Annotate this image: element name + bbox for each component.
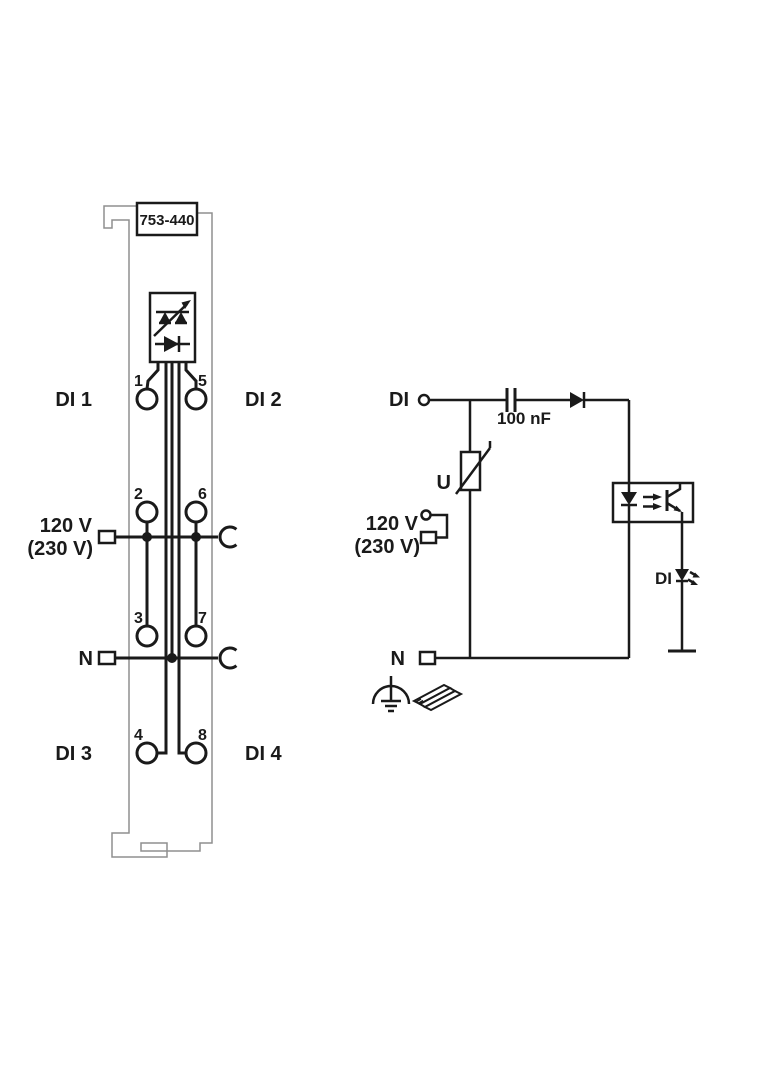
power-bus-120v	[97, 525, 238, 549]
varistor-stroke	[454, 447, 492, 495]
terminal-7	[184, 624, 208, 648]
terminals	[135, 387, 208, 765]
terminal-number-1: 1	[134, 373, 143, 390]
led-indicator-symbol	[153, 300, 191, 337]
terminal-6	[184, 500, 208, 524]
neutral-bus	[97, 646, 238, 670]
schematic-neutral: N	[391, 522, 631, 670]
model-number: 753-440	[139, 212, 194, 229]
neutral-pin-blade	[418, 650, 437, 666]
internal-wiring	[145, 362, 198, 755]
schematic-di-label: DI	[389, 389, 409, 411]
optocoupler	[611, 481, 695, 524]
terminal-3	[135, 624, 159, 648]
arrow-head	[181, 300, 191, 309]
status-led-symbol	[675, 569, 700, 585]
wire-to-terminal-5	[184, 362, 198, 389]
label-neutral: N	[79, 648, 93, 670]
label-di4: DI 4	[245, 743, 283, 765]
terminal-5	[184, 387, 208, 411]
jumper-contact-arc-120v	[218, 525, 238, 549]
terminal-number-8: 8	[198, 727, 207, 744]
terminal-number-7: 7	[198, 610, 207, 627]
power-pin-bracket	[430, 513, 449, 539]
power-pin-circle	[420, 509, 432, 521]
label-di2: DI 2	[245, 389, 282, 411]
varistor-label: U	[437, 472, 451, 494]
signal-path: 100 nF	[429, 388, 631, 483]
wire-to-terminal-1	[145, 362, 160, 390]
light-arrows	[643, 493, 662, 510]
terminal-2	[135, 500, 159, 524]
din-rail-icon	[411, 683, 464, 712]
junction-dot	[167, 653, 177, 663]
terminal-4	[135, 741, 159, 765]
terminal-number-5: 5	[198, 373, 207, 390]
junction-dot	[191, 532, 201, 542]
module-view: 753-440	[27, 201, 283, 858]
schematic-power-label-alt: (230 V)	[354, 536, 420, 558]
power-pin-blade	[419, 530, 438, 545]
schematic-power-connector: 120 V (230 V)	[354, 509, 449, 558]
label-di3: DI 3	[55, 743, 92, 765]
earth-symbol	[371, 676, 411, 713]
power-connector-120v	[97, 529, 117, 545]
label-power-voltage: 120 V	[40, 515, 93, 537]
schematic-di-terminal	[417, 393, 431, 407]
terminal-number-2: 2	[134, 486, 143, 503]
emitter-arrow	[673, 505, 682, 512]
terminal-1	[135, 387, 159, 411]
wire-to-terminal-8	[177, 362, 186, 755]
terminal-number-4: 4	[134, 727, 143, 744]
terminal-numbers: 1 2 3 4 5 6 7 8	[134, 373, 207, 744]
schematic-power-label: 120 V	[366, 513, 419, 535]
model-label-box: 753-440	[135, 201, 199, 237]
status-led-chain: DI	[655, 522, 700, 653]
jumper-contact-arc-n	[218, 646, 238, 670]
module-outline	[103, 205, 213, 858]
wire-to-terminal-4	[157, 362, 168, 755]
terminal-number-6: 6	[198, 486, 207, 503]
label-power-voltage-alt: (230 V)	[27, 538, 93, 560]
terminal-8	[184, 741, 208, 765]
schematic-neutral-label: N	[391, 648, 405, 670]
varistor-branch: U	[437, 400, 492, 658]
opto-led	[621, 483, 637, 522]
label-di1: DI 1	[55, 389, 92, 411]
junction-dot	[142, 532, 152, 542]
model-label-frame	[135, 201, 199, 237]
terminal-number-3: 3	[134, 610, 143, 627]
status-led-box	[148, 291, 197, 364]
status-led-label: DI	[655, 569, 672, 588]
capacitor-value: 100 nF	[497, 409, 551, 428]
neutral-connector	[97, 650, 117, 666]
electronics-box-frame	[148, 291, 197, 364]
phototransistor	[665, 484, 684, 522]
series-diode	[570, 392, 586, 408]
module-labels: DI 1 DI 2 120 V (230 V) N DI 3 DI 4	[27, 389, 282, 765]
diode-symbol	[155, 336, 190, 352]
schematic-view: DI 100 nF U	[354, 388, 700, 713]
